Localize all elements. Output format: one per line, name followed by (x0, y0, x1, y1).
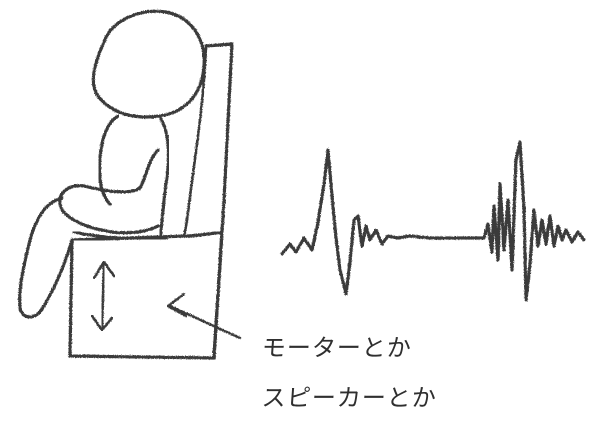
caption-line-motor: モーターとか (260, 334, 413, 362)
person-arm (58, 148, 160, 235)
chair-seat (70, 230, 224, 242)
person-head (91, 9, 206, 119)
chair-drawing (68, 42, 234, 360)
arrow-head-bottom (90, 314, 114, 332)
chair-base (68, 230, 224, 360)
person-chest (98, 114, 120, 206)
chair-backrest-inner (182, 44, 208, 238)
pointer-arrow-shaft (168, 304, 242, 340)
person-lower-leg (18, 196, 74, 319)
vibration-arrow (90, 260, 116, 332)
pointer-arrow-head (166, 292, 188, 318)
caption-line-speaker: スピーカーとか (260, 384, 438, 412)
arrow-shaft (100, 262, 106, 330)
arrow-head-top (92, 260, 116, 280)
chair-backrest (204, 42, 234, 358)
person-back (158, 116, 171, 240)
pointer-arrow (166, 292, 242, 340)
signal-waveform (280, 140, 586, 302)
